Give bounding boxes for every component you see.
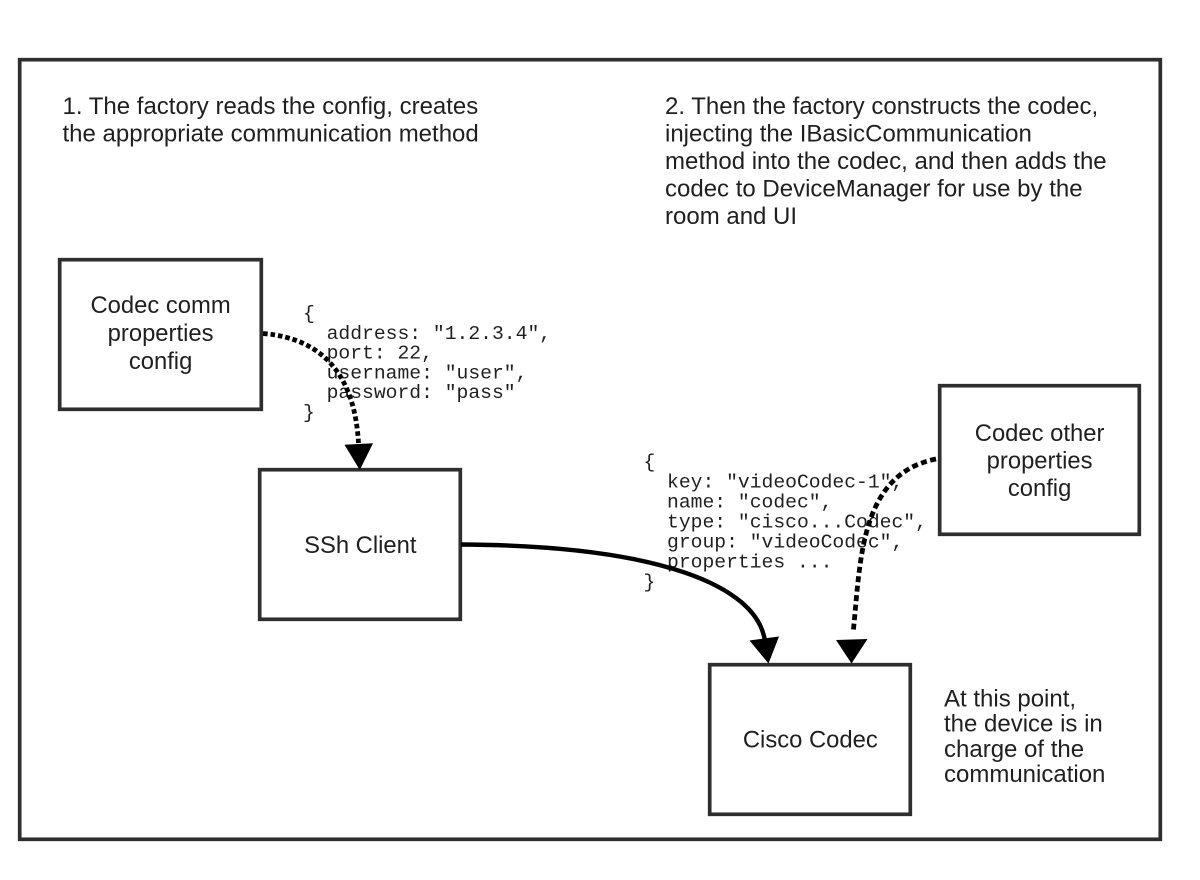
svg-text:SSh Client: SSh Client [304,532,417,559]
svg-text:communication: communication [944,761,1105,788]
svg-text:Codec other: Codec other [975,420,1105,447]
svg-text:Cisco Codec: Cisco Codec [743,727,878,754]
svg-text:codec to DeviceManager for use: codec to DeviceManager for use by the [665,176,1083,203]
svg-text:port: 22,: port: 22, [327,343,433,365]
svg-text:properties: properties [108,320,214,347]
svg-text:name: "codec",: name: "codec", [667,492,832,514]
svg-text:properties ...: properties ... [667,552,832,574]
svg-text:address: "1.2.3.4",: address: "1.2.3.4", [327,323,551,345]
svg-text:key: "videoCodec-1",: key: "videoCodec-1", [667,472,903,494]
svg-text:Codec comm: Codec comm [91,292,231,319]
svg-text:password: "pass": password: "pass" [327,382,516,404]
svg-text:room and UI: room and UI [665,203,797,230]
svg-text:}: } [303,402,315,424]
svg-text:charge of the: charge of the [944,736,1084,763]
svg-text:method into the codec, and the: method into the codec, and then adds the [665,148,1107,175]
svg-text:group: "videoCodec",: group: "videoCodec", [667,532,903,554]
svg-text:At this point,: At this point, [944,686,1076,713]
svg-text:type: "cisco...Codec",: type: "cisco...Codec", [667,512,927,534]
svg-text:the appropriate communication: the appropriate communication method [63,121,479,148]
svg-text:2. Then the factory constructs: 2. Then the factory constructs the codec… [665,93,1098,120]
svg-text:username: "user",: username: "user", [327,362,528,384]
svg-text:1. The factory reads the confi: 1. The factory reads the config, creates [63,93,479,120]
svg-text:config: config [129,348,193,375]
svg-text:injecting the IBasicCommunicat: injecting the IBasicCommunication [665,121,1032,148]
svg-text:{: { [303,303,315,325]
svg-text:}: } [644,572,656,594]
svg-text:config: config [1008,475,1072,502]
svg-text:{: { [644,452,656,474]
svg-text:properties: properties [987,448,1093,475]
svg-text:the device is in: the device is in [944,711,1103,738]
